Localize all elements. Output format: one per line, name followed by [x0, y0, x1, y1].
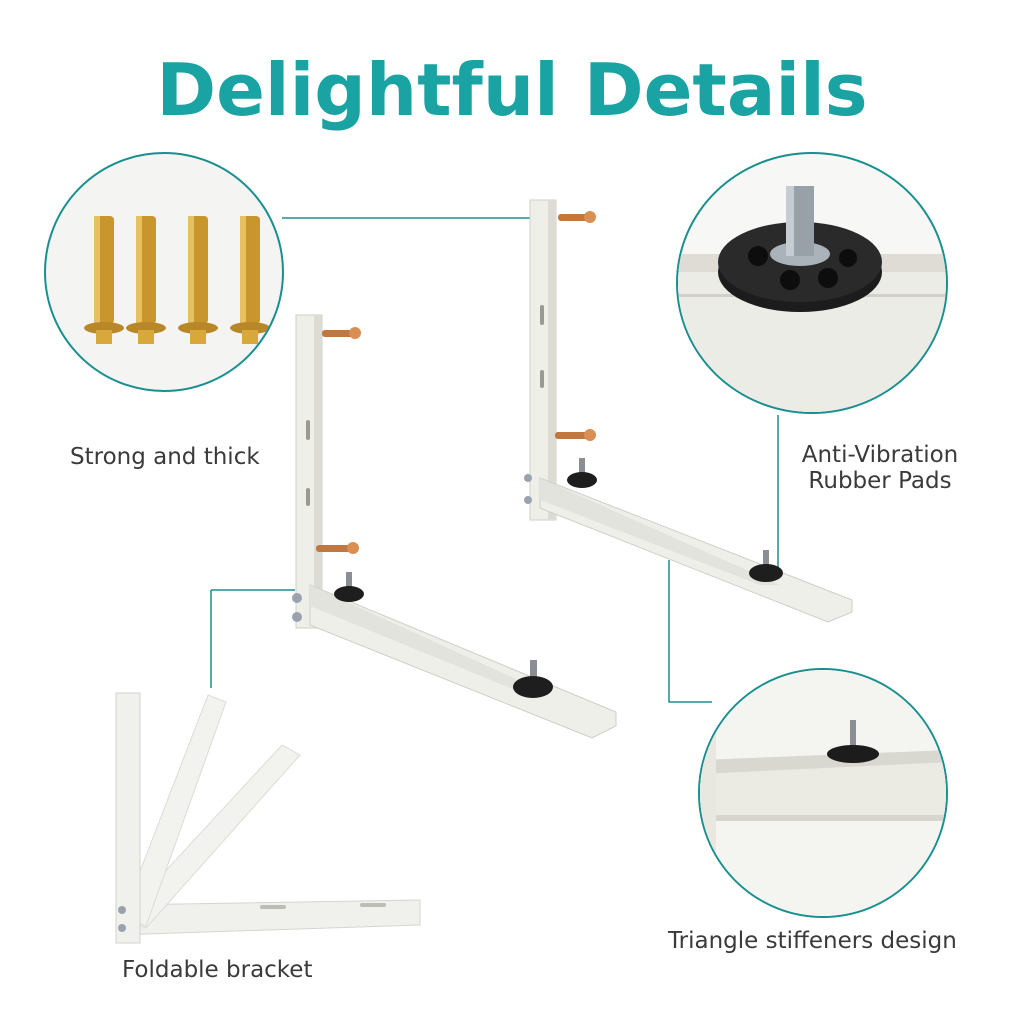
rubber-pad-label: Anti-Vibration Rubber Pads	[780, 442, 980, 494]
rear-bracket	[524, 199, 853, 623]
wall-bolt	[316, 542, 359, 554]
anchor-bolt-icon	[178, 216, 218, 344]
wall-bolt	[555, 429, 596, 441]
rubber-pad-label-line2: Rubber Pads	[808, 468, 952, 494]
foldable-bracket	[115, 692, 421, 944]
anchor-bolt-icon	[84, 216, 124, 344]
rubber-pad	[567, 458, 597, 488]
stiffener-closeup	[700, 670, 946, 916]
anchor-bolt-icon	[230, 216, 270, 344]
stiffener-detail	[698, 668, 948, 918]
wall-bolt	[322, 327, 361, 339]
rubber-pad	[513, 660, 553, 698]
front-bracket	[292, 314, 617, 739]
connector-lines	[210, 217, 779, 703]
rubber-pad-label-line1: Anti-Vibration	[801, 442, 959, 468]
strong-label: Strong and thick	[70, 444, 260, 470]
anchor-bolts-detail	[44, 152, 284, 392]
triangle-label: Triangle stiffeners design	[668, 928, 957, 954]
rubber-pad	[334, 572, 364, 602]
rubber-pad	[749, 550, 783, 582]
rubber-pad-closeup	[678, 186, 946, 412]
wall-bolt	[558, 211, 596, 223]
foldable-label: Foldable bracket	[122, 957, 313, 983]
anchor-bolt-icons	[84, 216, 270, 344]
page-title: Delightful Details	[156, 48, 868, 132]
anchor-bolt-icon	[126, 216, 166, 344]
rubber-pad-detail	[676, 152, 948, 414]
